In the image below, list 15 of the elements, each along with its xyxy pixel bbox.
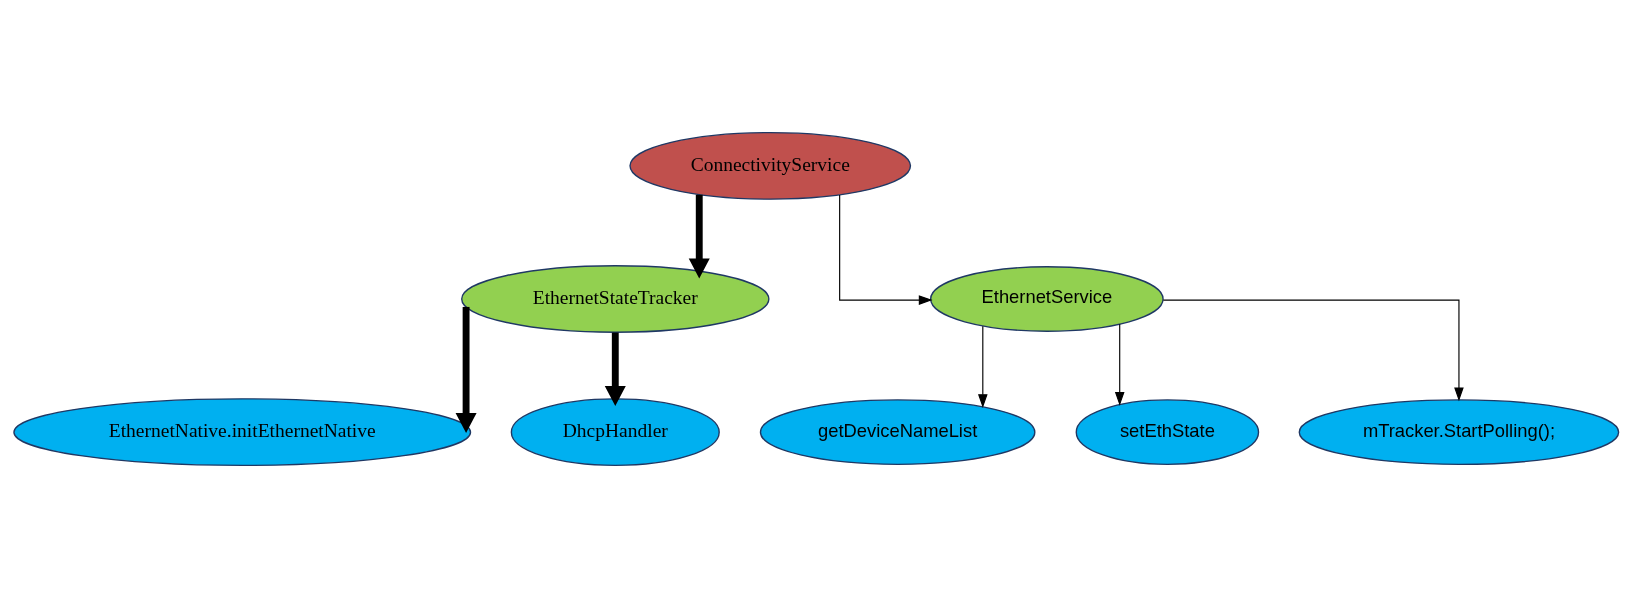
node-ellipse: DhcpHandler (510, 397, 720, 466)
arrow (1114, 323, 1125, 406)
node-ellipse: mTracker.StartPolling(); (1298, 398, 1620, 465)
arrow (688, 194, 710, 278)
node-ellipse: EthernetService (930, 265, 1164, 332)
arrow (455, 306, 477, 433)
arrow (1162, 299, 1464, 401)
node-ellipse: setEthState (1075, 398, 1260, 465)
node-ellipse: EthernetNative.initEthernetNative (13, 397, 472, 466)
node-ellipse: ConnectivityService (629, 131, 912, 200)
arrow (604, 332, 626, 406)
arrow (977, 325, 988, 408)
node-ellipse: EthernetStateTracker (461, 264, 770, 333)
arrow (839, 193, 933, 305)
node-ellipse: getDeviceNameList (759, 398, 1036, 465)
